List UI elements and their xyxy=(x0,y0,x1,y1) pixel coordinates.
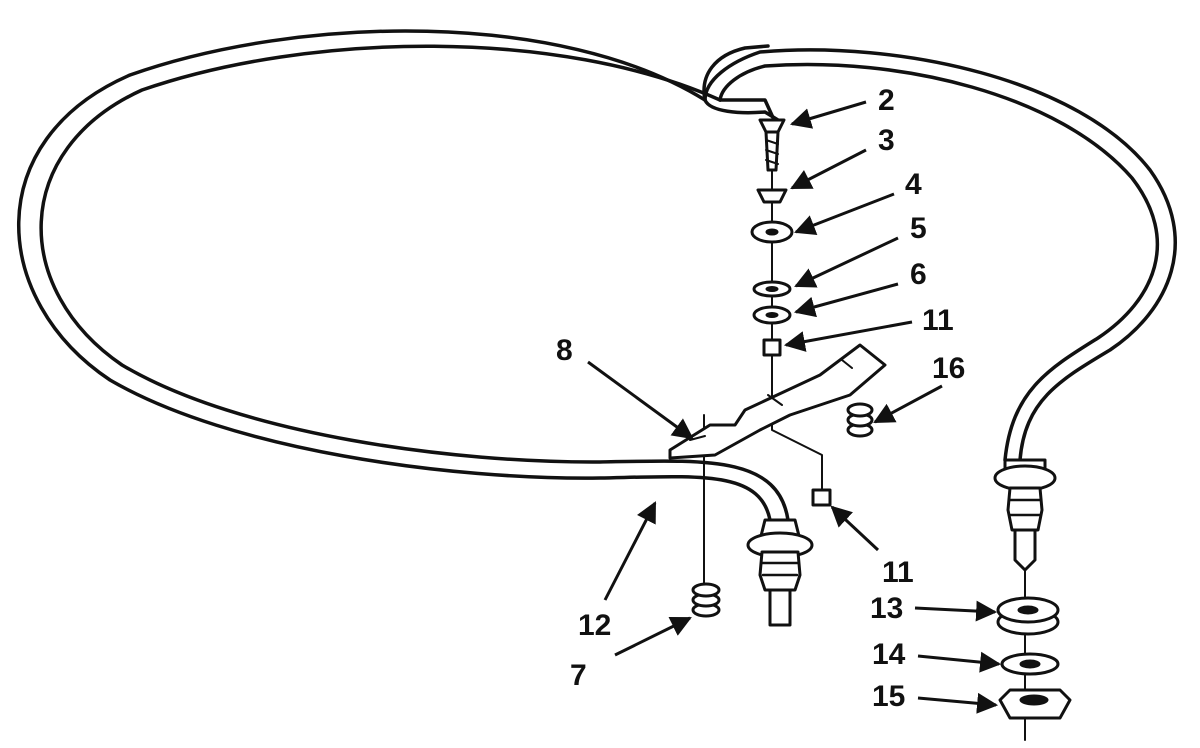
screw-part xyxy=(758,118,786,172)
callout-16: 16 xyxy=(932,352,965,385)
callout-4: 4 xyxy=(905,168,922,201)
callout-2: 2 xyxy=(878,84,895,117)
nut-11-upper xyxy=(762,338,782,357)
bracket xyxy=(668,343,887,460)
washer-14 xyxy=(1000,652,1060,676)
callout-group: 2 3 4 5 6 11 8 16 11 12 13 14 15 7 xyxy=(556,84,1002,714)
washer-4 xyxy=(750,220,794,244)
heating-element-loop xyxy=(17,29,1177,522)
callout-6: 6 xyxy=(910,258,927,291)
callout-8: 8 xyxy=(556,334,573,367)
callout-14: 14 xyxy=(872,638,906,671)
callout-11-lower: 11 xyxy=(882,556,914,589)
right-terminal xyxy=(993,458,1057,572)
cap-part xyxy=(756,188,788,204)
washer-6 xyxy=(752,305,792,325)
hex-nut-15 xyxy=(998,688,1072,720)
nut-11-lower xyxy=(811,488,832,507)
callout-15: 15 xyxy=(872,680,905,713)
clip-16 xyxy=(846,402,874,438)
callout-13: 13 xyxy=(870,592,903,625)
callout-12: 12 xyxy=(578,609,611,642)
left-terminal xyxy=(746,518,814,627)
washer-5 xyxy=(752,280,792,298)
callout-11-upper: 11 xyxy=(922,304,954,337)
callout-5: 5 xyxy=(910,212,927,245)
gasket-13 xyxy=(996,596,1060,636)
clip-7 xyxy=(691,582,721,618)
callout-7: 7 xyxy=(570,659,587,692)
callout-3: 3 xyxy=(878,124,895,157)
